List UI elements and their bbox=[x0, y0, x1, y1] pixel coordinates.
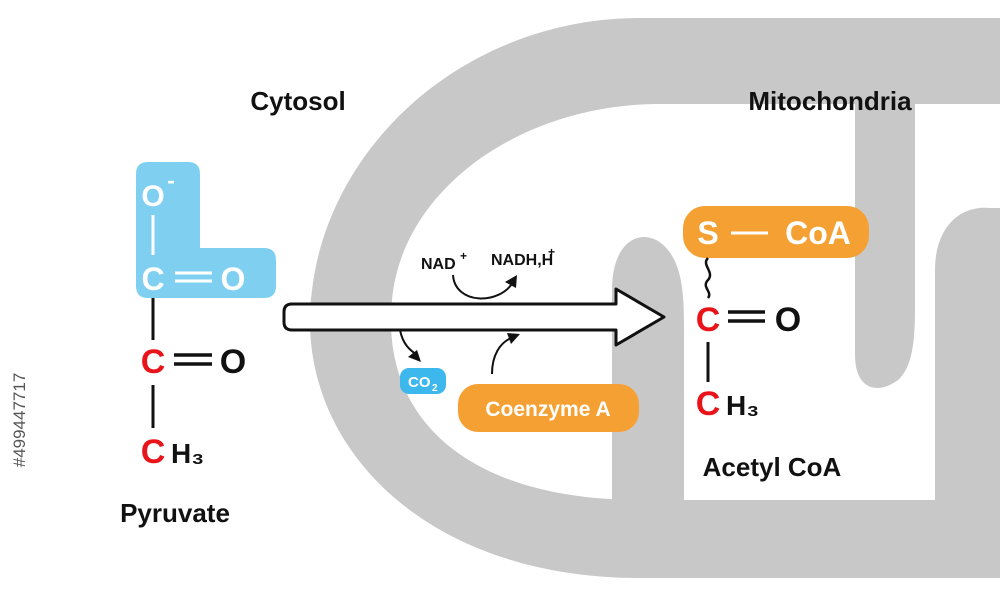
pyruvate-o-minus: O bbox=[141, 180, 164, 213]
coenzyme-a-label: Coenzyme A bbox=[485, 398, 610, 421]
pyruvate-carboxyl-c: C bbox=[141, 261, 164, 297]
nad-label: NAD bbox=[421, 256, 456, 273]
stock-id-watermark: #499447717 bbox=[10, 373, 29, 468]
cytosol-label: Cytosol bbox=[250, 86, 345, 116]
acetyl-o: O bbox=[775, 301, 801, 339]
acetyl-methyl-h3: H₃ bbox=[726, 390, 759, 421]
mitochondria-crista-3 bbox=[935, 207, 1000, 500]
pyruvate-o-minus-charge: - bbox=[167, 168, 174, 193]
coa-arrowhead bbox=[507, 333, 520, 344]
nadh-label: NADH,H bbox=[491, 252, 553, 269]
co2-label: CO bbox=[408, 374, 431, 391]
coa-curve-arrow bbox=[491, 337, 512, 375]
acetyl-methyl-c: C bbox=[696, 385, 721, 423]
thioester-wavy-bond bbox=[704, 257, 712, 299]
coenzyme-a-badge bbox=[458, 384, 639, 432]
pyruvate-name: Pyruvate bbox=[120, 498, 230, 528]
nad-arrowhead bbox=[505, 275, 517, 288]
pyruvate-keto-o: O bbox=[220, 343, 246, 381]
pyruvate-keto-c: C bbox=[141, 343, 166, 381]
pyruvate-methyl-h3: H₃ bbox=[171, 438, 204, 469]
co2-subscript: 2 bbox=[432, 383, 438, 394]
acetyl-coa-name: Acetyl CoA bbox=[703, 452, 842, 482]
co2-arrowhead bbox=[408, 350, 421, 362]
mitochondria-label: Mitochondria bbox=[748, 86, 912, 116]
nad-charge: + bbox=[460, 249, 467, 263]
mitochondria-crista-1 bbox=[612, 237, 684, 500]
pyruvate-carboxyl-o: O bbox=[221, 261, 246, 297]
s-coa-badge bbox=[683, 206, 869, 258]
nadh-charge: + bbox=[548, 245, 555, 259]
acetyl-coa-group: CoA bbox=[785, 215, 851, 251]
mitochondria-crista-2 bbox=[855, 104, 915, 388]
acetyl-s: S bbox=[697, 215, 718, 251]
main-reaction-arrow bbox=[282, 287, 666, 347]
mitochondria-outer-membrane bbox=[310, 18, 1000, 578]
pyruvate-methyl-c: C bbox=[141, 433, 166, 471]
co2-badge bbox=[400, 368, 446, 394]
nad-curve-arrow bbox=[452, 274, 514, 300]
acetyl-carbonyl-c: C bbox=[696, 301, 721, 339]
carboxyl-group-highlight bbox=[136, 162, 276, 298]
